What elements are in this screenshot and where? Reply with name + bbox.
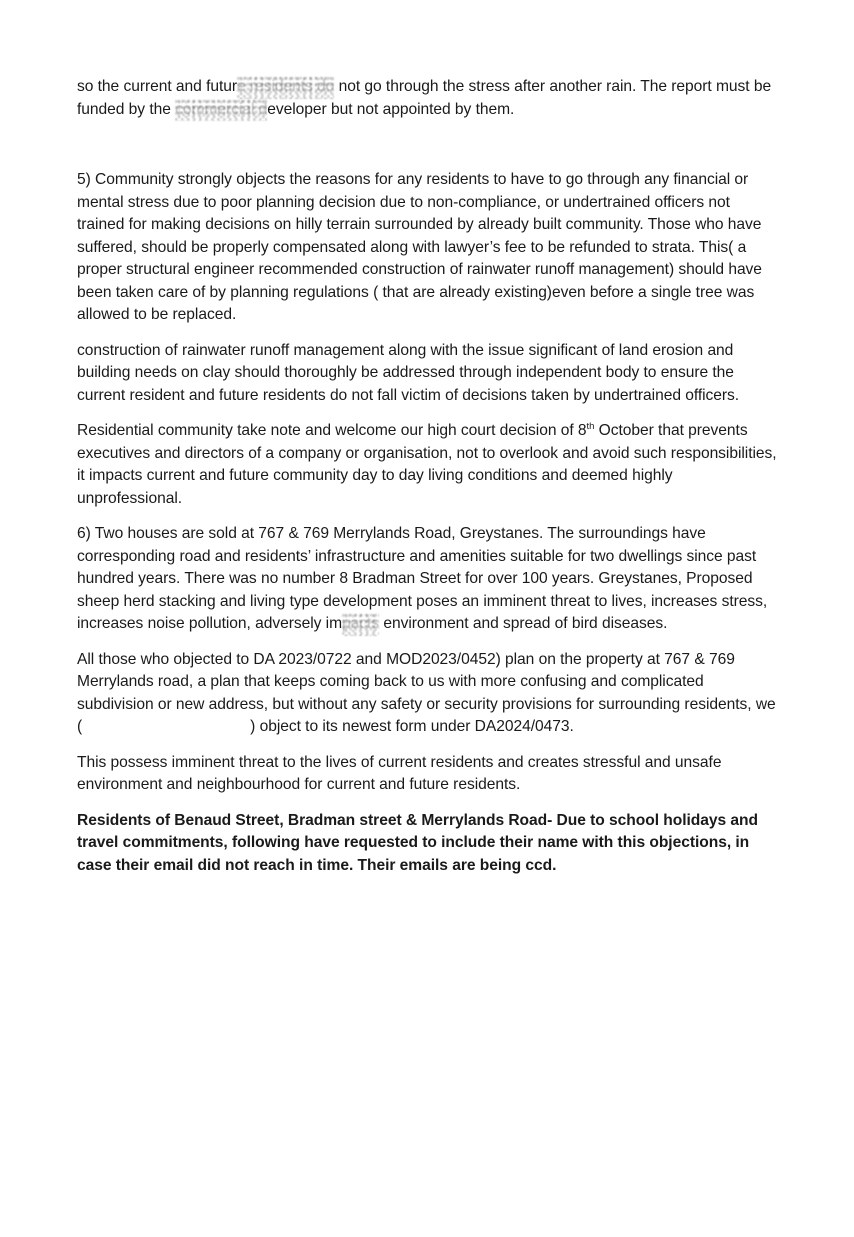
text-run: Residential community take note and welc… — [77, 422, 587, 439]
document-page: so the current and future residents do n… — [77, 76, 777, 877]
superscript-ordinal: th — [586, 420, 595, 432]
text-run: October that prevents executives and dir… — [77, 422, 777, 507]
paragraph-objection-da: All those who objected to DA 2023/0722 a… — [77, 649, 777, 739]
redacted-text: pacts — [342, 613, 379, 636]
paragraph-point-5: 5) Community strongly objects the reason… — [77, 171, 762, 323]
text-run: ) object to its newest form under DA2024… — [250, 718, 574, 735]
text-run: 6) Two houses are sold at 767 & 769 Merr… — [77, 525, 768, 632]
text-run: All those who objected to DA 2023/0722 a… — [77, 650, 776, 736]
text-run: environment and spread of bird diseases. — [379, 615, 668, 632]
paragraph-runoff-management: construction of rainwater runoff managem… — [77, 341, 740, 404]
text-run: eveloper but not appointed by them. — [267, 100, 515, 118]
paragraph-continuation: so the current and future residents do n… — [77, 76, 777, 121]
redacted-text: e residents do — [237, 76, 334, 99]
text-run: so the current and futur — [77, 78, 238, 95]
paragraph-high-court: Residential community take note and welc… — [77, 420, 777, 510]
redacted-text: commercial d — [175, 98, 267, 121]
text-run: not go through the stress after another … — [77, 78, 772, 118]
paragraph-imminent-threat: This possess imminent threat to the live… — [77, 753, 722, 794]
paragraph-point-6: 6) Two houses are sold at 767 & 769 Merr… — [77, 523, 777, 636]
paragraph-residents-note: Residents of Benaud Street, Bradman stre… — [77, 811, 758, 874]
